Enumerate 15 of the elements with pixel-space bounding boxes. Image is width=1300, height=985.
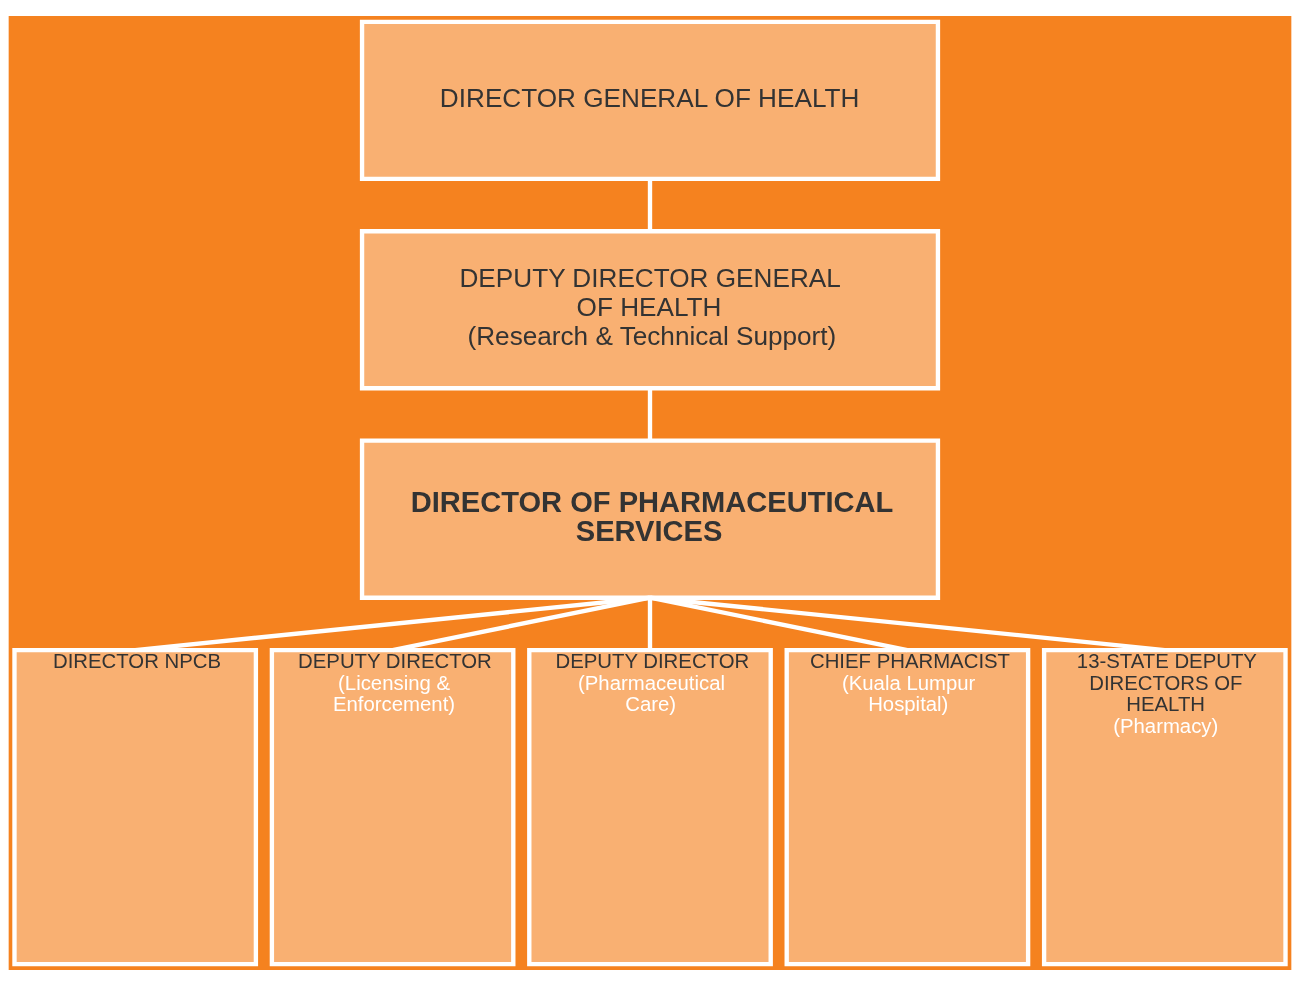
node-box: CHIEF PHARMACIST (Kuala Lumpur Hospital)	[784, 647, 1031, 966]
connector	[647, 597, 653, 650]
connector	[392, 595, 651, 652]
connector	[649, 595, 1166, 652]
connector	[647, 178, 653, 231]
connector	[649, 595, 908, 652]
node-box: DIRECTOR OF PHARMACEUTICAL SERVICES	[359, 437, 941, 600]
node-box: DEPUTY DIRECTOR GENERAL OF HEALTH (Research & Technical Support)	[359, 228, 941, 390]
node-box: DIRECTOR NPCB	[12, 647, 259, 966]
node-box: 13-STATE DEPUTY DIRECTORS OF HEALTH (Pharmacy)	[1041, 647, 1288, 966]
node-box: DIRECTOR GENERAL OF HEALTH	[359, 19, 941, 181]
node-box: DEPUTY DIRECTOR (Licensing & Enforcement)	[269, 647, 516, 966]
connector	[134, 595, 651, 652]
node-box: DEPUTY DIRECTOR (Pharmaceutical Care)	[527, 647, 773, 966]
connector	[647, 387, 653, 441]
